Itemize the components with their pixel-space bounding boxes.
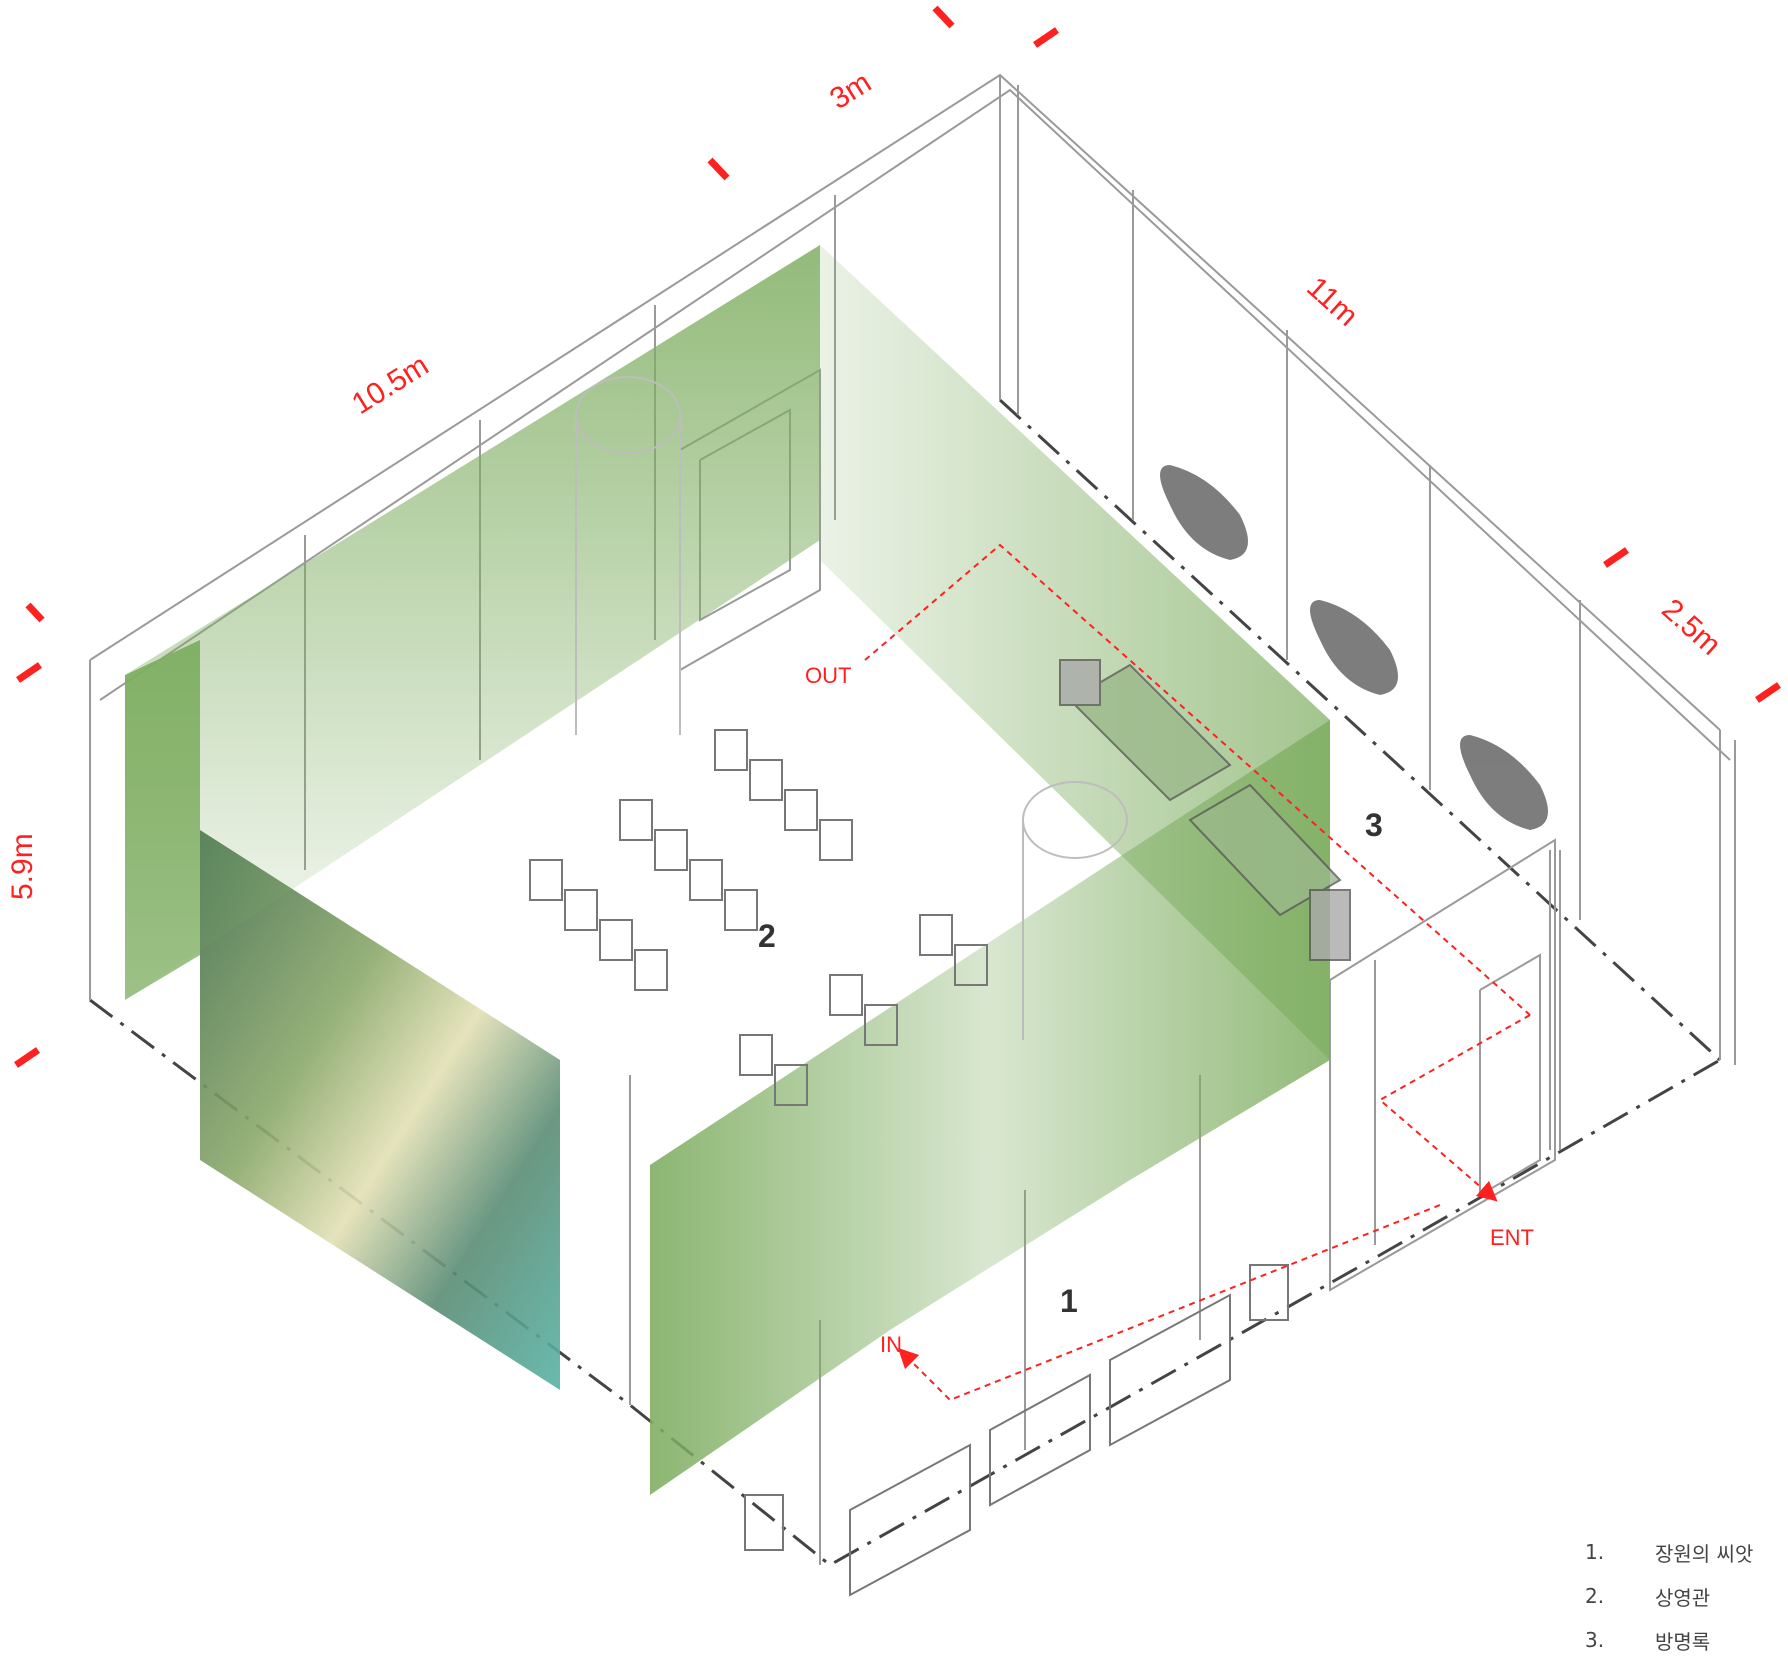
legend-number: 3. bbox=[1585, 1628, 1605, 1652]
legend-item: 1. 장원의 씨앗 bbox=[1585, 1530, 1785, 1574]
dimension-label-offset: 2.5m bbox=[1655, 593, 1727, 662]
dimension-label-width: 10.5m bbox=[346, 349, 434, 421]
legend-label: 장원의 씨앗 bbox=[1655, 1541, 1754, 1566]
green-curtains bbox=[125, 245, 1330, 1495]
guestbook-tables bbox=[1059, 659, 1351, 961]
cylinder-columns bbox=[575, 376, 1128, 1040]
flow-out-label: OUT bbox=[805, 663, 851, 688]
legend-number: 2. bbox=[1585, 1584, 1605, 1608]
legend-label: 방명록 bbox=[1655, 1629, 1711, 1654]
moss-artwork bbox=[1160, 465, 1548, 830]
circulation-path bbox=[864, 543, 1531, 1402]
flow-in-label: IN bbox=[880, 1332, 902, 1357]
legend-item: 3. 방명록 bbox=[1585, 1618, 1785, 1662]
legend-item: 2. 상영관 bbox=[1585, 1574, 1785, 1618]
flow-ent-label: ENT bbox=[1490, 1225, 1534, 1250]
dimension-ticks bbox=[14, 5, 1781, 1068]
dimension-label-mid: 3m bbox=[824, 66, 877, 116]
floor-outline bbox=[89, 398, 1722, 1567]
zone-2-label: 2 bbox=[758, 918, 776, 954]
zone-1-label: 1 bbox=[1060, 1283, 1078, 1319]
projection-screen bbox=[200, 830, 560, 1390]
display-counters bbox=[744, 1264, 1289, 1597]
chairs bbox=[529, 729, 988, 1106]
dimension-label-height: 5.9m bbox=[6, 833, 39, 900]
dimension-label-depth: 11m bbox=[1300, 271, 1364, 333]
legend-number: 1. bbox=[1585, 1540, 1605, 1564]
legend: 1. 장원의 씨앗 2. 상영관 3. 방명록 bbox=[1585, 1530, 1785, 1662]
zone-3-label: 3 bbox=[1365, 807, 1383, 843]
legend-label: 상영관 bbox=[1655, 1585, 1711, 1610]
